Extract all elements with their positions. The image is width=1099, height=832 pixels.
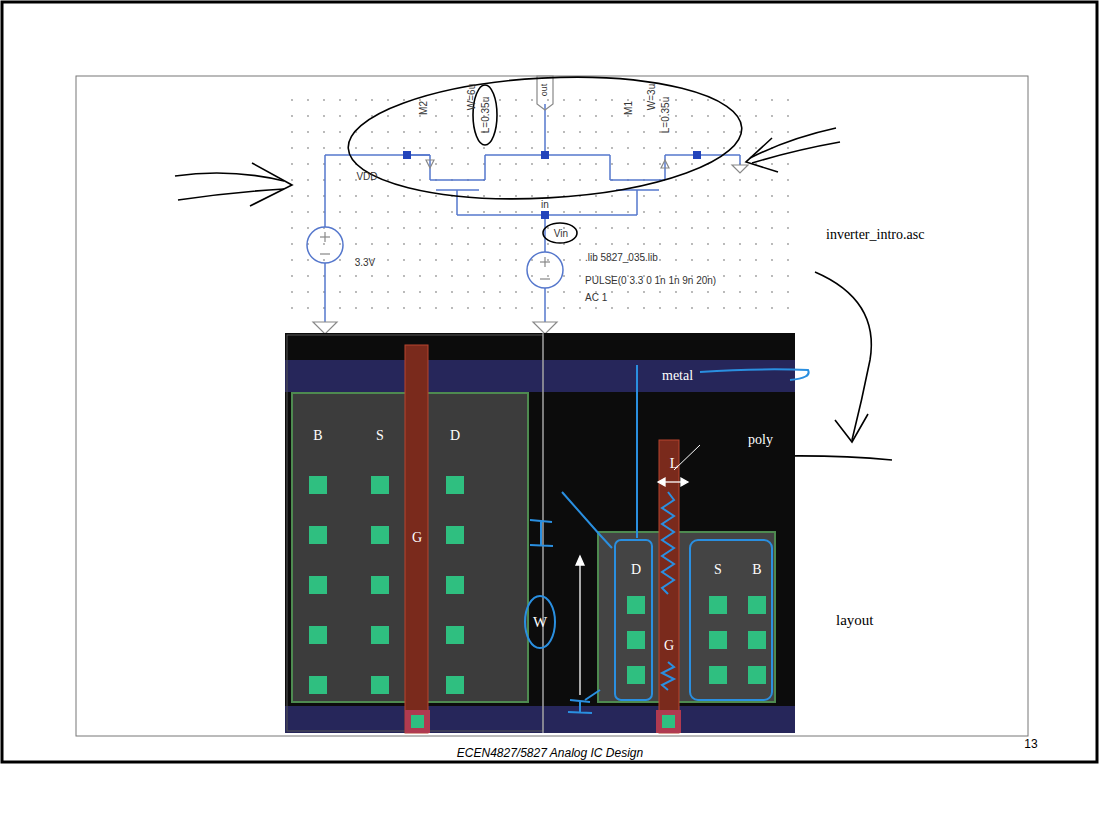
terminal-name: S [376,428,384,443]
source-value: 3.3V [355,257,376,268]
dimension-text: W=6u [466,84,477,110]
net-name: out [540,84,550,97]
terminal-name: B [752,562,761,577]
schematic [290,76,800,334]
dimension-text: W [533,614,547,631]
terminal-name: G [664,638,674,653]
part-name: M2 [418,101,429,115]
layer-name: poly [748,432,773,447]
net-name: in [541,199,549,210]
slide-frame [2,2,1097,762]
dimension-text: L=0.35u [480,97,491,133]
file-name: inverter_intro.asc [826,227,924,242]
page-number: 13 [1024,738,1037,751]
terminal-name: B [313,428,322,443]
layout-picture [285,333,795,733]
terminal-name: G [412,530,422,545]
dimension-text: L [670,456,679,471]
terminal-name: D [450,428,460,443]
dimension-text: W=3u [646,84,657,110]
blue-annotations [525,365,809,713]
spice-directive: .lib 5827_035.lib [585,252,658,263]
part-name: Vin [554,228,568,239]
footer-text: ECEN4827/5827 Analog IC Design [457,747,643,760]
slide-label: layout [836,612,874,629]
source-value: AC 1 [585,292,607,303]
content-frame [76,76,1028,736]
dimension-text: L=0.35u [660,97,671,133]
part-name: VDD [356,171,377,182]
terminal-name: S [714,562,722,577]
terminal-name: D [631,562,641,577]
part-name: M1 [623,101,634,115]
source-value: PULSE(0 3.3 0 1n 1n 9n 20n) [585,275,716,286]
layer-name: metal [662,368,693,383]
